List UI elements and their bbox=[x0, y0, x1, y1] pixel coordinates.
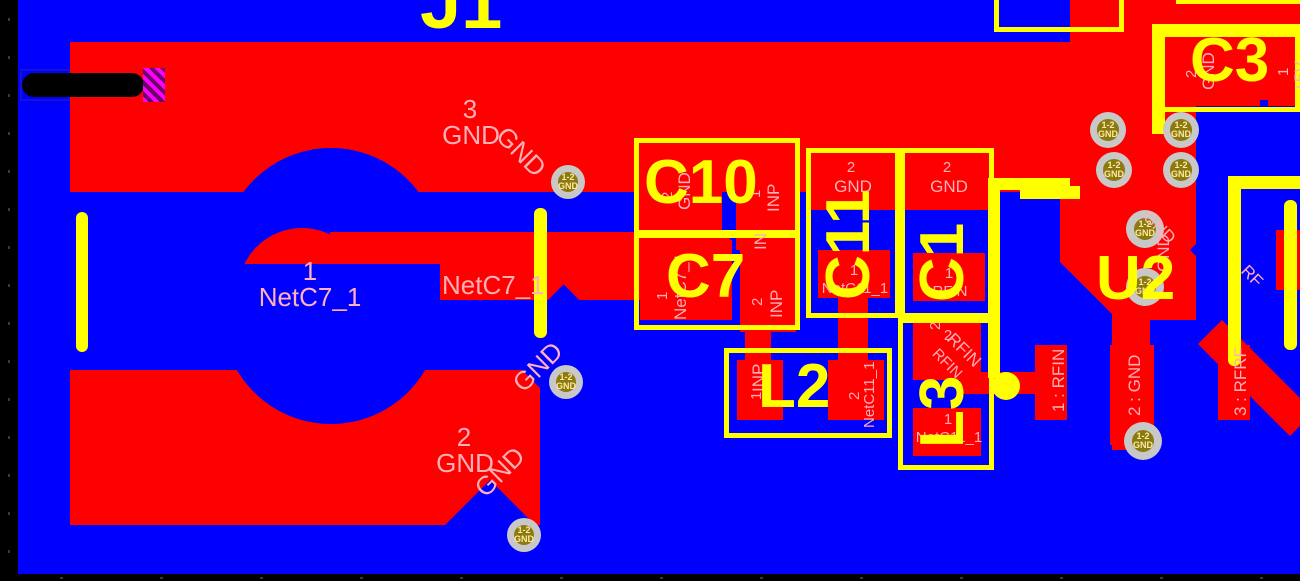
trace-yellow-u2-h bbox=[1020, 186, 1080, 199]
via-net: GND bbox=[1171, 129, 1191, 139]
copper-pour-right-top bbox=[1070, 0, 1300, 45]
refdes-l3[interactable]: L3 bbox=[908, 375, 977, 448]
refdes-l2[interactable]: L2 bbox=[758, 352, 831, 421]
refdes-c3[interactable]: C3 bbox=[1190, 26, 1270, 95]
trace-yellow-topbus bbox=[1160, 24, 1300, 37]
pour-lower-notch bbox=[440, 370, 540, 460]
via-label: 1-2 bbox=[1138, 219, 1152, 229]
pad-callout-1-rfin[interactable] bbox=[1035, 345, 1067, 420]
outline-c10[interactable] bbox=[634, 138, 800, 238]
outline-top-cut-b[interactable] bbox=[1176, 0, 1300, 4]
refdes-u2[interactable]: U2 bbox=[1096, 244, 1176, 313]
via-label: 1-2 bbox=[1174, 160, 1188, 170]
via-label: 1-2 bbox=[561, 172, 575, 182]
via-net: GND bbox=[556, 381, 576, 391]
trace-yellow-right-edge-h bbox=[1228, 176, 1300, 189]
via-net: GND bbox=[1135, 228, 1155, 238]
pad-c3-2[interactable] bbox=[1190, 38, 1260, 106]
ruler-left bbox=[0, 0, 18, 581]
pad-c7-1[interactable] bbox=[640, 240, 732, 320]
via-label: 1-2 bbox=[1107, 160, 1121, 170]
pad-l3-1[interactable] bbox=[913, 408, 981, 456]
pad-l2-1[interactable] bbox=[737, 360, 783, 420]
via-net: GND bbox=[1104, 169, 1124, 179]
trace-yellow-c3-drop bbox=[1152, 24, 1165, 134]
via-net: GND bbox=[1171, 169, 1191, 179]
pad-c1-2[interactable] bbox=[905, 148, 995, 210]
pad-l2-2[interactable] bbox=[828, 360, 884, 420]
via-net: GND bbox=[1133, 440, 1153, 450]
via-label: 1-2 bbox=[517, 525, 531, 535]
via-label: 1-2 bbox=[559, 372, 573, 382]
via-label: 1-2 bbox=[1138, 277, 1152, 287]
refdes-c10[interactable]: C10 bbox=[644, 148, 758, 217]
selection-marker-hatch[interactable] bbox=[143, 68, 165, 102]
via-label: 1-2 bbox=[1136, 431, 1150, 441]
via-label: 1-2 bbox=[1101, 120, 1115, 130]
pad-c11-2[interactable] bbox=[808, 148, 898, 210]
refdes-j1[interactable]: J1 bbox=[420, 0, 503, 44]
outline-c11[interactable] bbox=[806, 148, 900, 318]
refdes-c11[interactable]: C11 bbox=[814, 189, 883, 300]
refdes-c1[interactable]: C1 bbox=[908, 222, 977, 302]
via-label: 1-2 bbox=[1174, 120, 1188, 130]
pad-c1-1[interactable] bbox=[913, 253, 985, 301]
trace-yellow-c1-right-v bbox=[988, 178, 1000, 378]
outline-l2[interactable] bbox=[724, 348, 892, 438]
pad-c10-2[interactable] bbox=[636, 142, 722, 232]
ruler-bottom bbox=[0, 574, 1300, 581]
junction-dot-rfin bbox=[992, 372, 1020, 400]
keepout-left-upper bbox=[76, 212, 88, 352]
via-net: GND bbox=[514, 534, 534, 544]
outline-c7[interactable] bbox=[634, 230, 800, 330]
keepout-mid-upper bbox=[534, 208, 547, 338]
trace-yellow-far-right bbox=[1284, 200, 1297, 350]
selection-marker-body[interactable] bbox=[22, 73, 144, 97]
via-net: GND bbox=[558, 181, 578, 191]
pad-l3-2[interactable] bbox=[913, 318, 981, 380]
trace-yellow-right-edge bbox=[1228, 176, 1241, 366]
pad-c3-1[interactable] bbox=[1268, 38, 1300, 106]
via-net: GND bbox=[1098, 129, 1118, 139]
outline-top-cut-a[interactable] bbox=[994, 0, 1124, 32]
refdes-c7[interactable]: C7 bbox=[666, 242, 746, 311]
outline-l3[interactable] bbox=[898, 318, 994, 470]
via-net: GND bbox=[1135, 286, 1155, 296]
